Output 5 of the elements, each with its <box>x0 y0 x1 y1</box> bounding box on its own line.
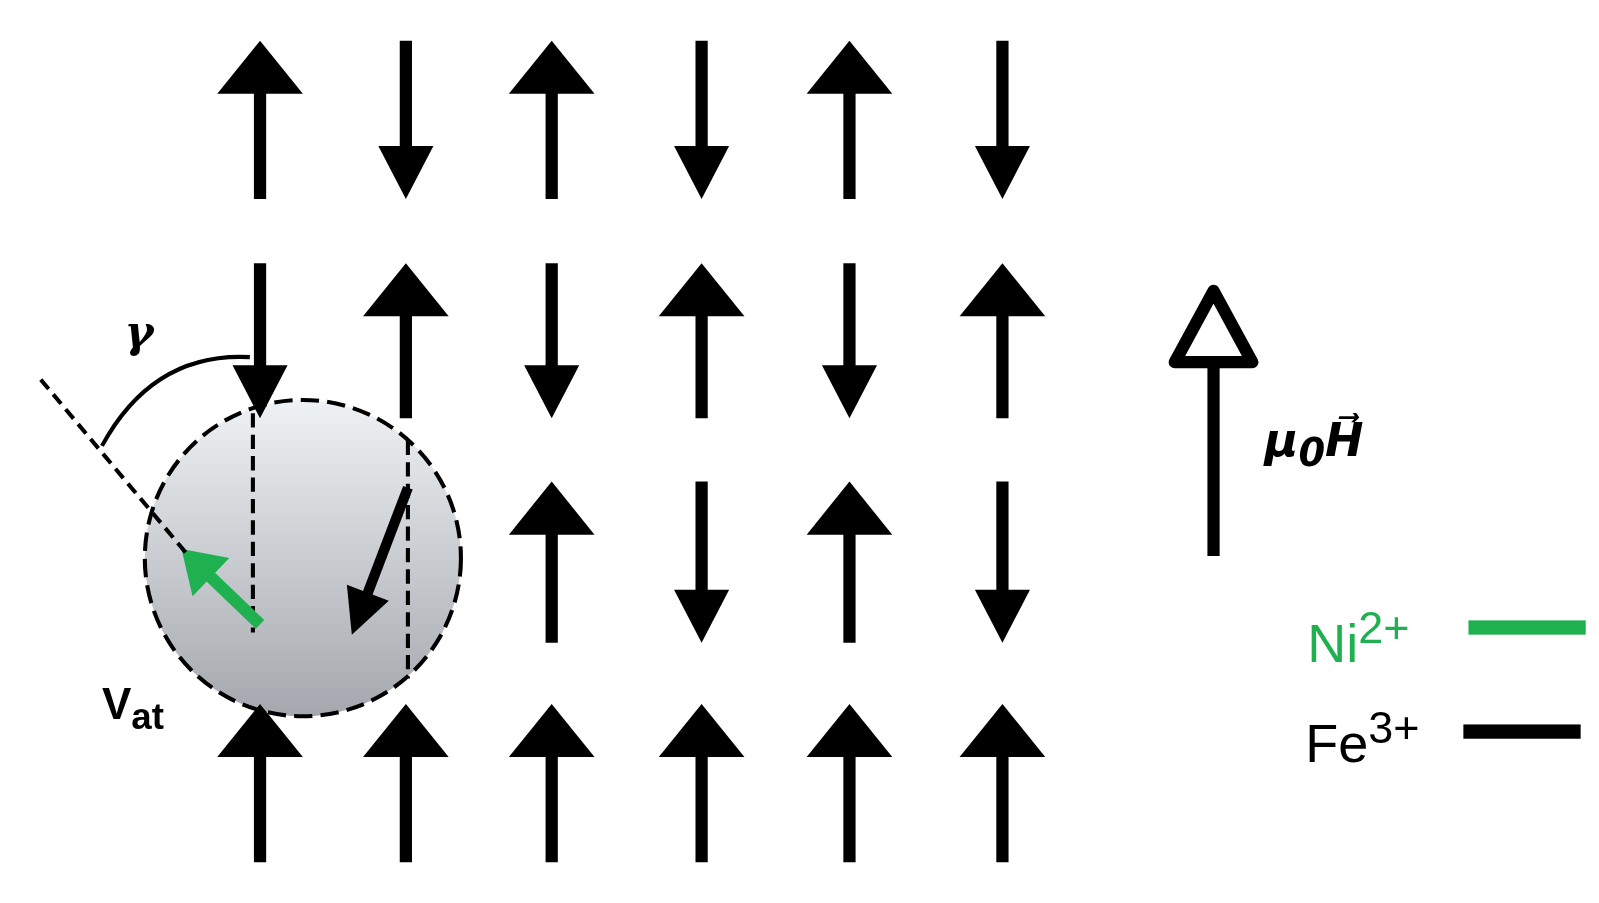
field-label: μ$_{0}$H⃗ <box>1264 413 1364 476</box>
legend-label: Fe$^{3+}$ <box>1305 702 1420 774</box>
legend-label: Ni$^{2+}$ <box>1307 602 1410 674</box>
angle-label: γ <box>124 306 154 358</box>
volume-label: V$_{at}$ <box>101 678 164 738</box>
